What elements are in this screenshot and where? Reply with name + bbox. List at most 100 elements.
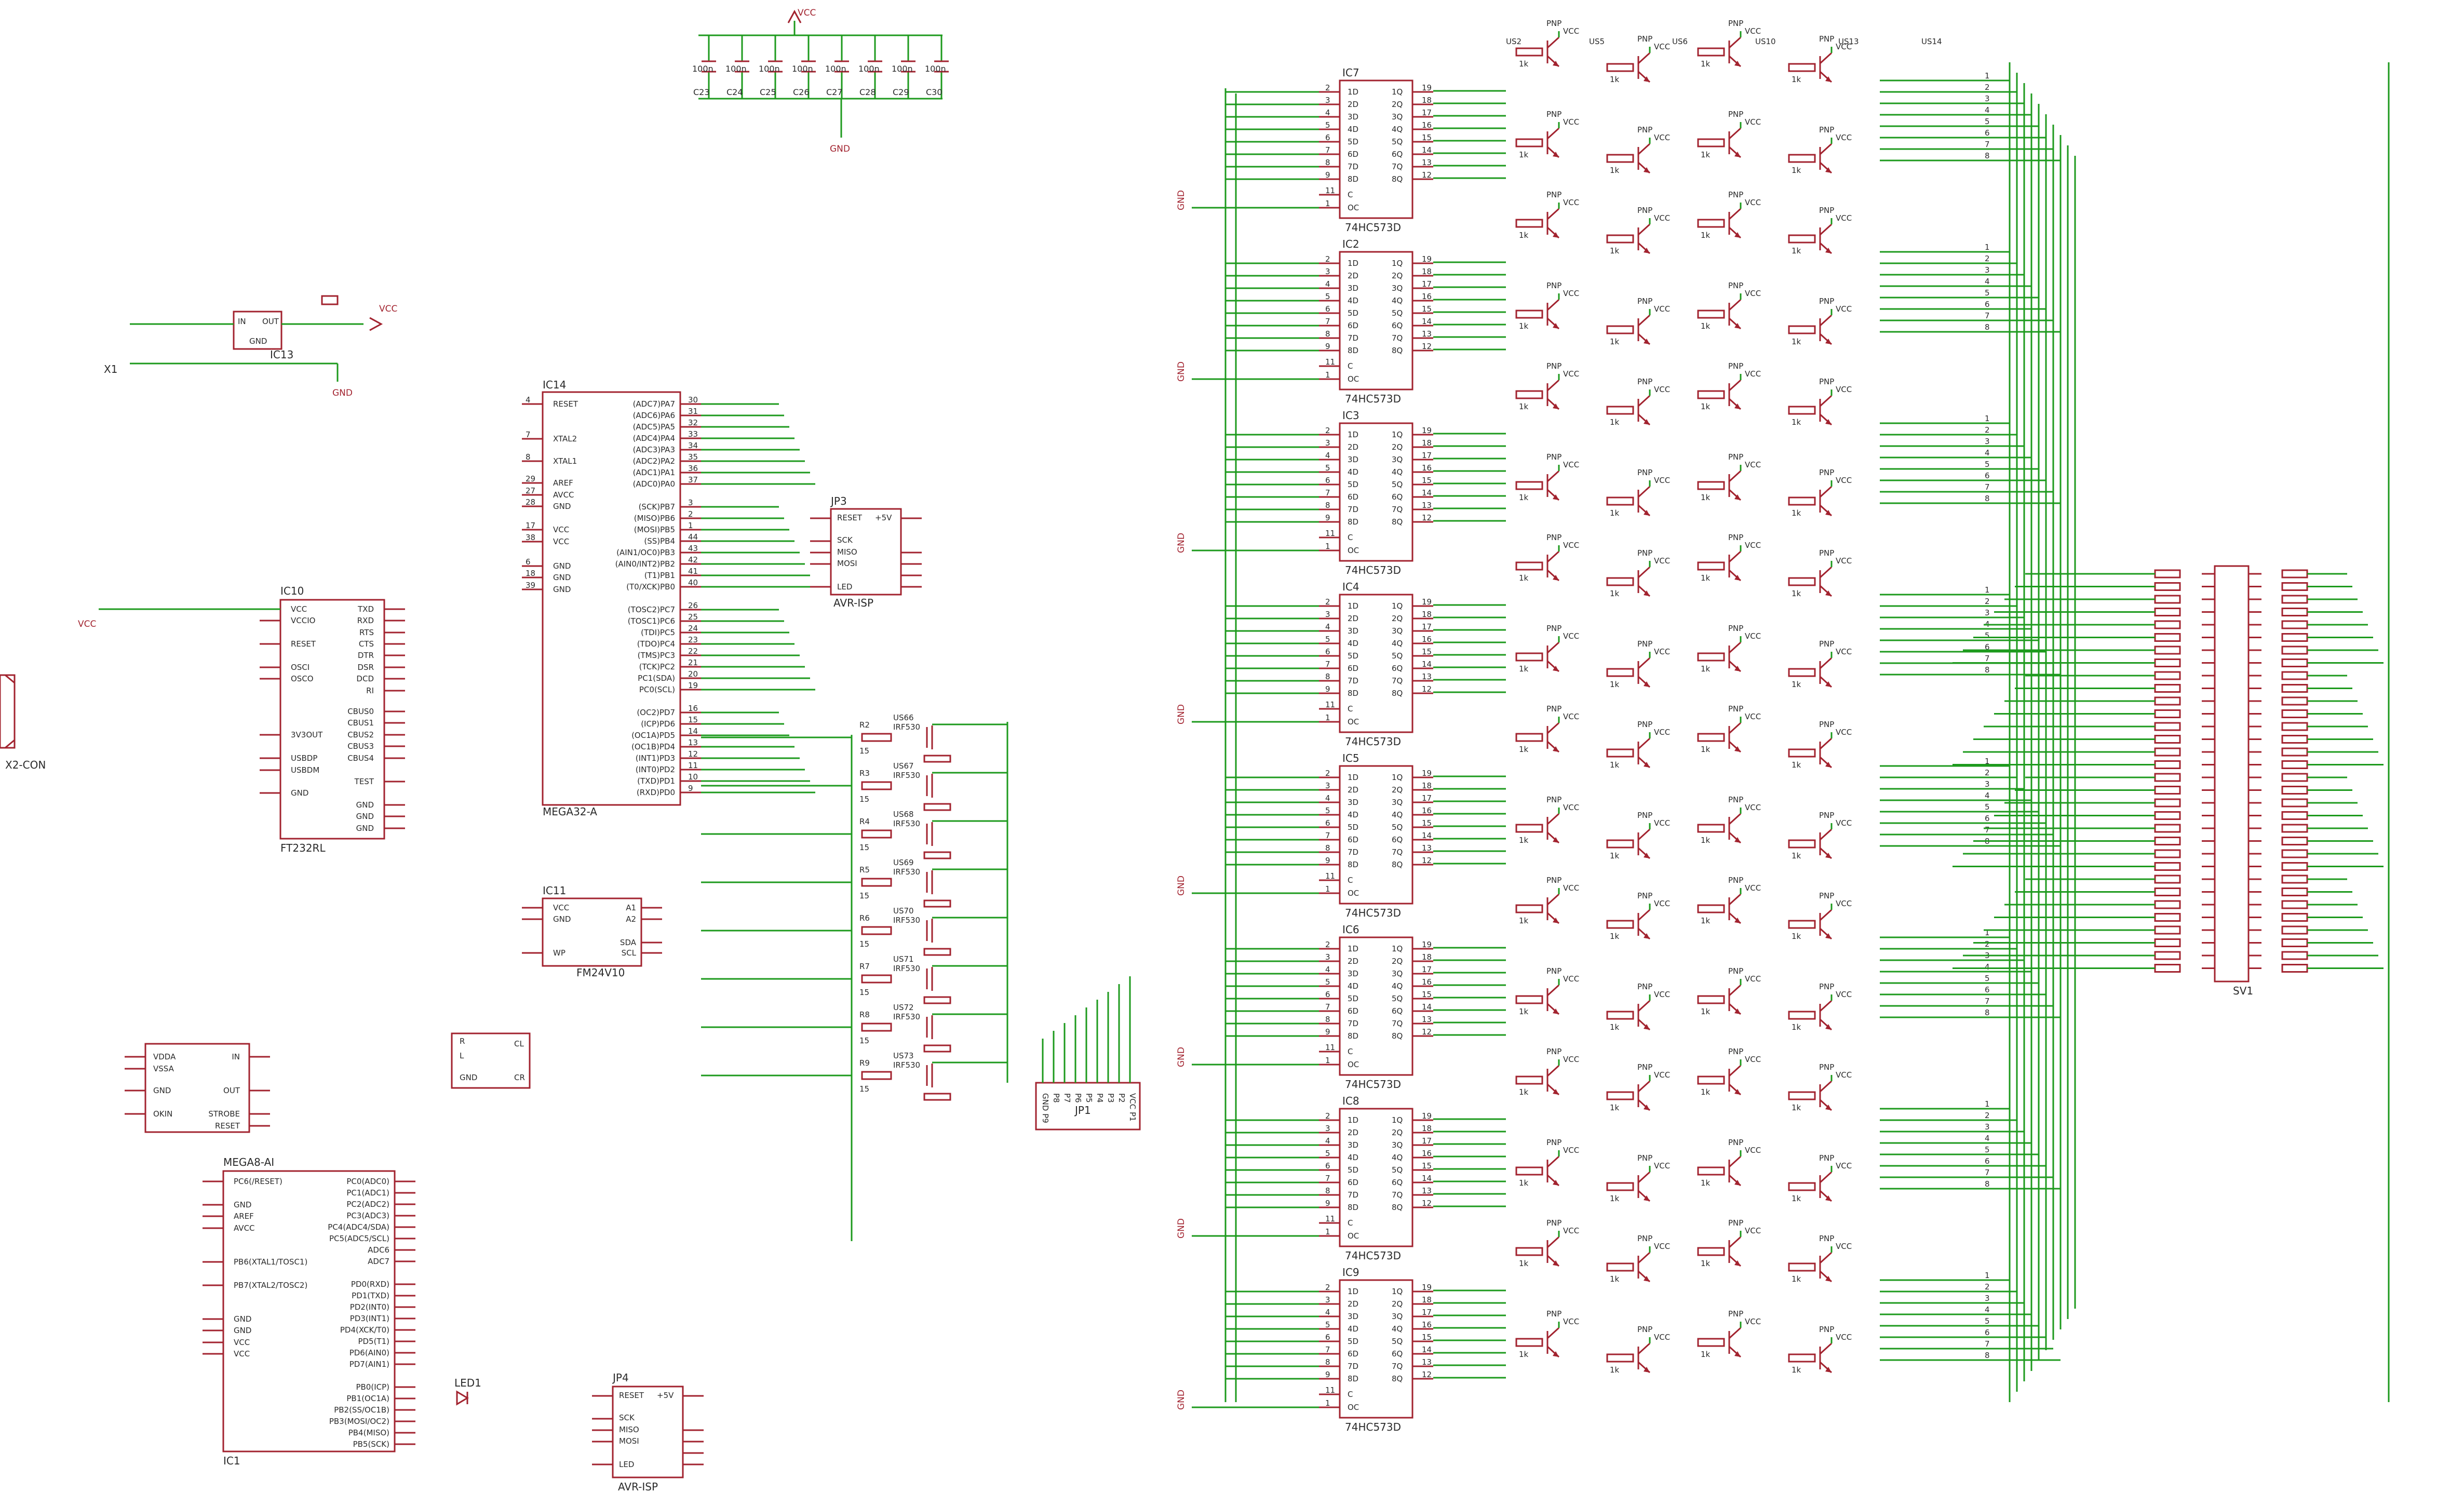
output-number: 2 [1985,597,1990,606]
pin-label: 6D [1348,1006,1358,1016]
pin-number: 12 [1422,513,1432,522]
pin-number: 13 [1422,843,1432,853]
pin-number: 16 [1422,977,1432,987]
pin-number: 9 [1325,1199,1330,1208]
pin-number: 3 [1325,267,1330,276]
gnd-label: GND [1176,533,1187,553]
transistor-type: PNP [1546,704,1561,714]
transistor-type: PNP [1728,624,1743,633]
pin-label: 5D [1348,823,1358,832]
capacitor-ref: C30 [926,87,942,97]
pin-number: 15 [1422,818,1432,828]
pin-label: MISO [837,547,857,557]
pin-number: 5 [1325,463,1330,473]
pin-label: SCL [622,948,637,958]
transistor-ref: US5 [1589,37,1605,46]
resistor-ref: R5 [859,865,870,875]
pin-label: 5Q [1392,651,1403,661]
pin-number: 36 [688,464,698,473]
pin-label: ADC7 [368,1257,389,1266]
pin-number: 16 [1422,292,1432,301]
pin-label: (ADC4)PA4 [633,434,675,443]
pin-label: P7 [1062,1093,1072,1103]
resistor-value: 1k [1610,851,1620,860]
pin-label: 4Q [1392,125,1403,134]
pin-number: 8 [1325,501,1330,510]
resistor-value: 1k [1701,573,1711,583]
pin-label: AREF [234,1212,254,1221]
output-number: 6 [1985,471,1990,480]
pin-label: STROBE [208,1109,240,1119]
vcc-label: VCC [1836,42,1852,51]
pin-label: (SS)PB4 [644,536,675,546]
pin-label: DSR [358,663,374,672]
latch-part: 74HC573D [1345,393,1401,405]
pin-number: 18 [1422,952,1432,962]
pin-label: 1D [1348,944,1358,953]
vcc-label: VCC [1563,1055,1579,1064]
pin-number: 2 [1325,83,1330,92]
pin-label: 5Q [1392,1165,1403,1175]
vcc-label: VCC [1836,899,1852,908]
pin-label: 4D [1348,296,1358,305]
pin-number: 9 [1325,1370,1330,1379]
pin-number: 14 [688,727,698,736]
pin-label: 8Q [1392,1203,1403,1212]
pin-label: OC [1348,717,1359,727]
pin-label: PC4(ADC4/SDA) [328,1222,389,1232]
transistor-type: PNP [1546,281,1561,290]
pin-number: 4 [1325,279,1330,289]
output-number: 3 [1985,437,1990,446]
pin-number: 17 [1422,451,1432,460]
pin-number: 16 [1422,1320,1432,1329]
output-number: 3 [1985,1294,1990,1303]
transistor-type: PNP [1819,891,1834,900]
vcc-label: VCC [1836,556,1852,566]
pin-label: PD4(XCK/T0) [340,1325,389,1335]
pin-label: PC1(ADC1) [346,1188,389,1198]
pin-label: 3D [1348,1312,1358,1321]
pin-number: 4 [1325,1308,1330,1317]
pin-label: TXD [357,604,374,614]
capacitor-value: 100n [825,64,846,74]
pin-number: 11 [1325,871,1335,881]
resistor-value: 15 [859,891,869,900]
vcc-label: VCC [1654,304,1670,314]
output-number: 5 [1985,1316,1990,1326]
pin-number: 7 [1325,660,1330,669]
output-number: 2 [1985,425,1990,435]
output-number: 7 [1985,1339,1990,1349]
pin-number: 8 [1325,1357,1330,1367]
pin-label: OC [1348,1060,1359,1069]
output-number: 2 [1985,1282,1990,1292]
pin-label: LED [837,582,852,591]
svg-text:JP1: JP1 [1074,1104,1091,1117]
transistor-type: PNP [1546,110,1561,119]
latch-ref: IC7 [1342,66,1359,79]
pin-label: (ADC5)PA5 [633,422,675,432]
resistor-value: 1k [1701,916,1711,925]
pin-label: P3 [1106,1093,1115,1103]
pin-label: 4Q [1392,296,1403,305]
pin-label: +5V [875,513,892,522]
output-number: 4 [1985,791,1990,800]
resistor-value: 1k [1792,1365,1801,1375]
svg-text:FT232RL: FT232RL [280,842,326,854]
pin-label: 5Q [1392,308,1403,318]
transistor-type: PNP [1728,1047,1743,1056]
svg-text:L: L [460,1051,464,1060]
pin-number: 1 [1325,713,1330,722]
pin-number: 12 [1422,856,1432,865]
pin-label: GND [356,824,374,833]
